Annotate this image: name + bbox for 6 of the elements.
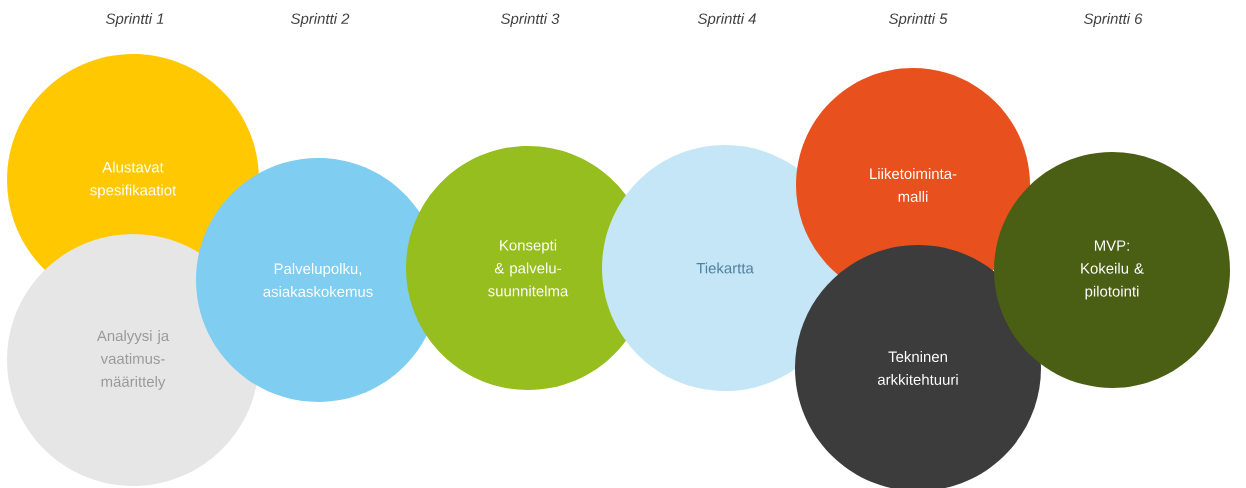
sprint-label: Sprintti 5 [888, 13, 948, 27]
sprint-label: Sprintti 4 [697, 13, 756, 27]
sprint-label: Sprintti 2 [290, 13, 350, 27]
sprint-label: Sprintti 6 [1083, 13, 1143, 27]
sprint-label: Sprintti 3 [500, 13, 560, 27]
sprint-label: Sprintti 1 [105, 13, 164, 27]
